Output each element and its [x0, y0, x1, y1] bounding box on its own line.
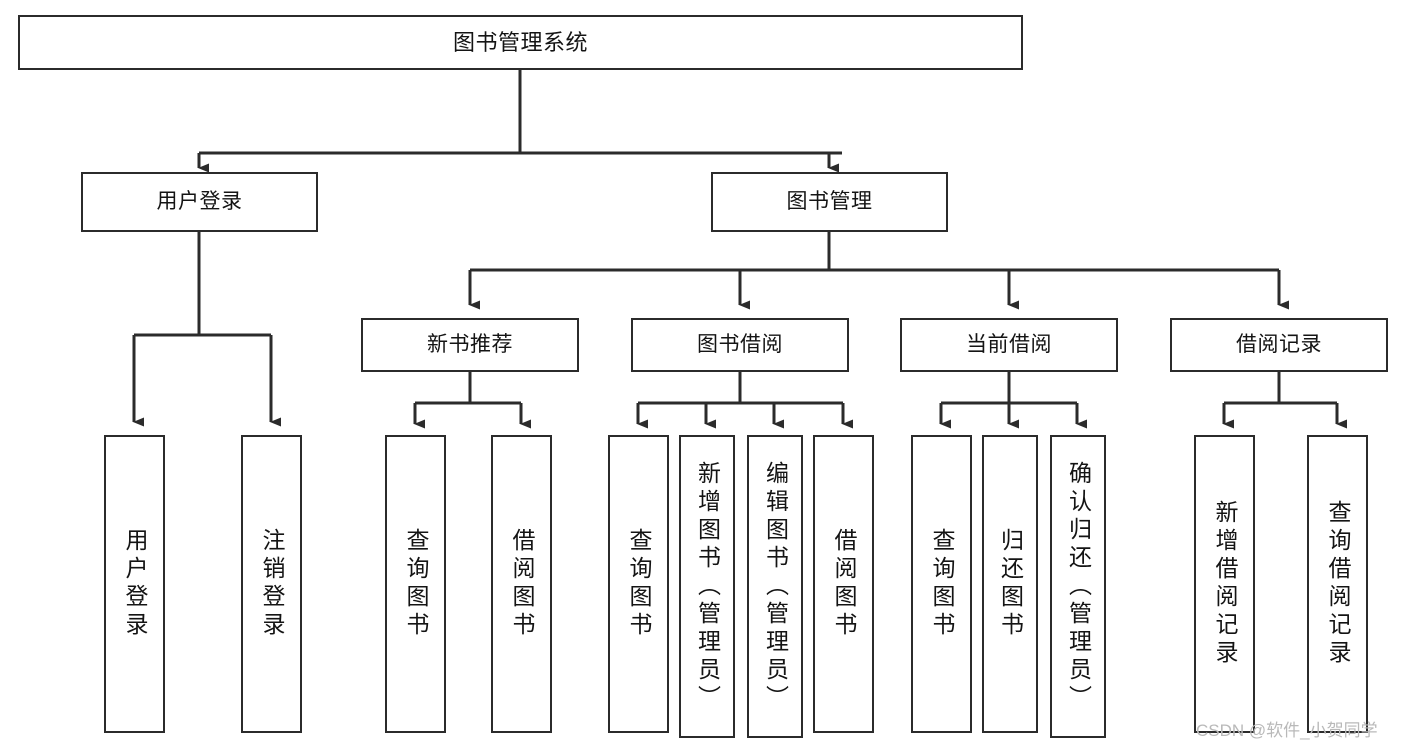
node-leaf-query-record[interactable]: 查询借阅记录 — [1307, 435, 1368, 733]
node-leaf-query-book-3-label: 查询图书 — [929, 528, 955, 640]
node-borrow-record-label: 借阅记录 — [1236, 332, 1322, 356]
node-current-borrow[interactable]: 当前借阅 — [900, 318, 1118, 372]
node-book-management-label: 图书管理 — [786, 189, 873, 213]
node-leaf-user-login[interactable]: 用户登录 — [104, 435, 165, 733]
node-root-label: 图书管理系统 — [452, 29, 588, 55]
node-user-login[interactable]: 用户登录 — [81, 172, 318, 232]
node-leaf-return-book[interactable]: 归还图书 — [982, 435, 1038, 733]
node-leaf-add-record[interactable]: 新增借阅记录 — [1194, 435, 1255, 733]
node-leaf-borrow-book-1-label: 借阅图书 — [509, 528, 535, 640]
node-leaf-query-book-2-label: 查询图书 — [626, 528, 652, 640]
node-leaf-add-book-admin[interactable]: 新增图书（管理员） — [679, 435, 735, 738]
node-borrow-record[interactable]: 借阅记录 — [1170, 318, 1388, 372]
node-leaf-query-book-2[interactable]: 查询图书 — [608, 435, 669, 733]
node-book-management[interactable]: 图书管理 — [711, 172, 948, 232]
node-book-borrow-label: 图书借阅 — [697, 332, 783, 356]
node-leaf-confirm-return-admin-label: 确认归还（管理员） — [1065, 460, 1092, 713]
node-leaf-edit-book-admin-label: 编辑图书（管理员） — [762, 460, 789, 713]
node-leaf-user-logout[interactable]: 注销登录 — [241, 435, 302, 733]
node-leaf-query-book-1-label: 查询图书 — [403, 528, 429, 640]
node-user-login-label: 用户登录 — [156, 189, 243, 213]
node-current-borrow-label: 当前借阅 — [966, 332, 1052, 356]
node-leaf-query-record-label: 查询借阅记录 — [1325, 500, 1351, 668]
node-leaf-edit-book-admin[interactable]: 编辑图书（管理员） — [747, 435, 803, 738]
node-book-borrow[interactable]: 图书借阅 — [631, 318, 849, 372]
node-root[interactable]: 图书管理系统 — [18, 15, 1023, 70]
node-leaf-borrow-book-1[interactable]: 借阅图书 — [491, 435, 552, 733]
csdn-watermark: CSDN @软件_小贺同学 — [1196, 721, 1378, 740]
node-leaf-add-book-admin-label: 新增图书（管理员） — [694, 460, 721, 713]
node-leaf-add-record-label: 新增借阅记录 — [1212, 500, 1238, 668]
node-leaf-borrow-book-2[interactable]: 借阅图书 — [813, 435, 874, 733]
node-leaf-query-book-3[interactable]: 查询图书 — [911, 435, 972, 733]
node-new-book-recommend[interactable]: 新书推荐 — [361, 318, 579, 372]
node-leaf-user-login-label: 用户登录 — [122, 528, 148, 640]
node-leaf-user-logout-label: 注销登录 — [259, 528, 285, 640]
node-new-book-recommend-label: 新书推荐 — [427, 332, 513, 356]
node-leaf-confirm-return-admin[interactable]: 确认归还（管理员） — [1050, 435, 1106, 738]
node-leaf-borrow-book-2-label: 借阅图书 — [831, 528, 857, 640]
node-leaf-return-book-label: 归还图书 — [997, 528, 1024, 640]
node-leaf-query-book-1[interactable]: 查询图书 — [385, 435, 446, 733]
